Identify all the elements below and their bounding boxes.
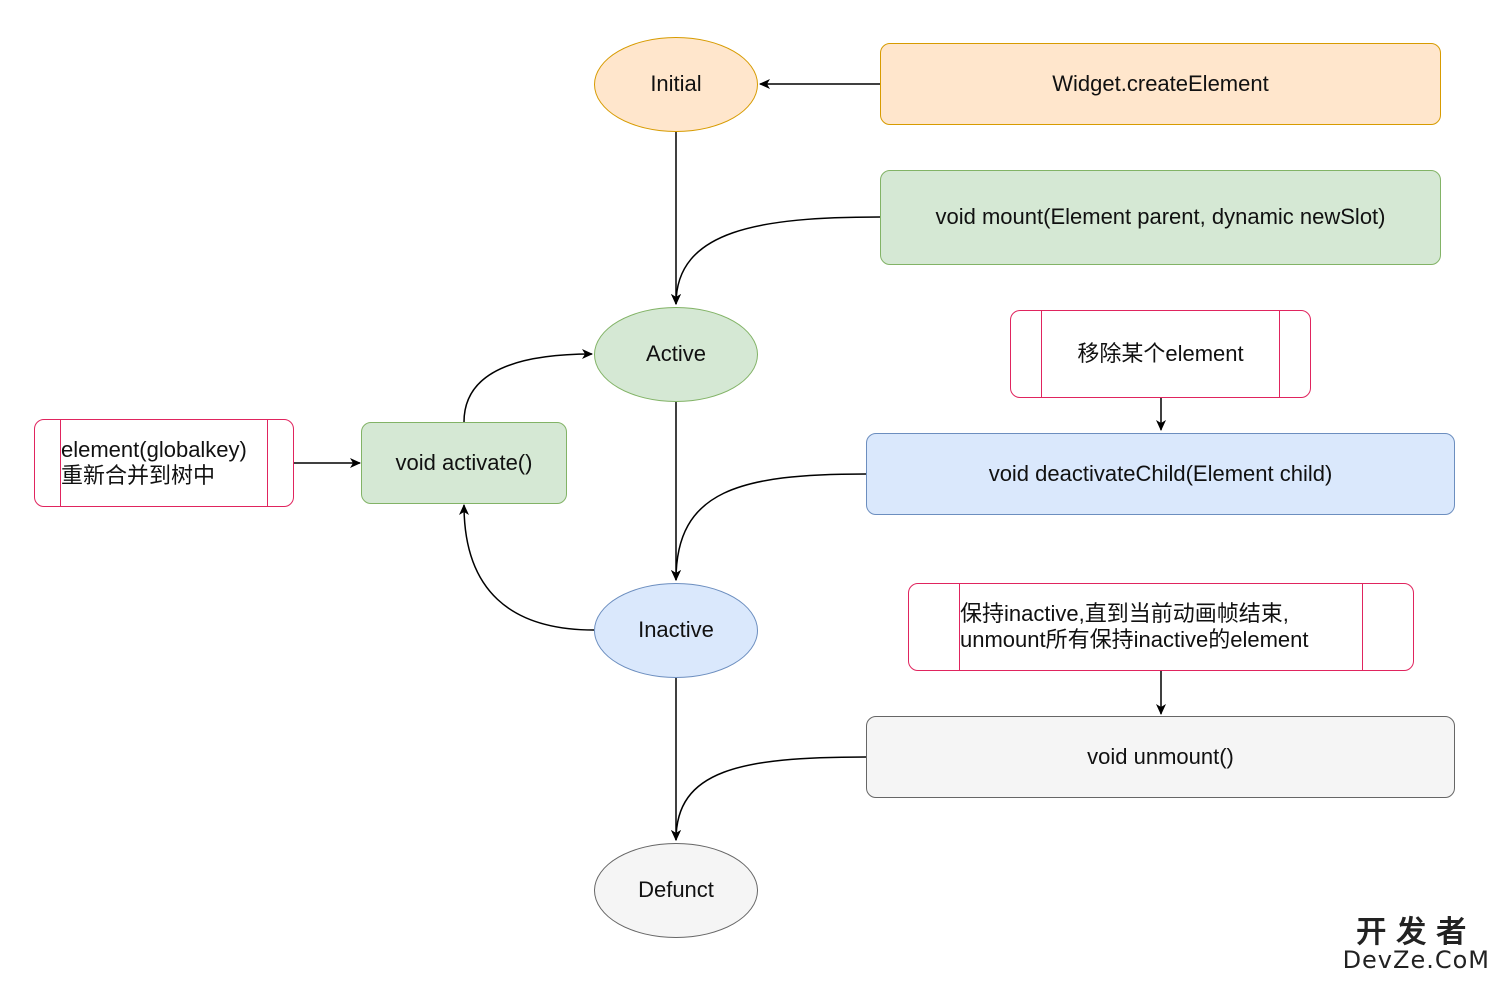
method-create-element-label: Widget.createElement — [1052, 70, 1269, 96]
method-mount-label: void mount(Element parent, dynamic newSl… — [935, 204, 1386, 230]
method-deactivate-child-label: void deactivateChild(Element child) — [988, 460, 1333, 486]
note-keep-inactive-line1: 保持inactive,直到当前动画帧结束, — [960, 600, 1289, 626]
note-remove-element-label: 移除某个element — [1077, 340, 1244, 366]
method-activate: void activate() — [361, 422, 567, 504]
state-inactive: Inactive — [594, 583, 758, 678]
state-active: Active — [594, 307, 758, 402]
note-remove-element-bar-right — [1279, 311, 1280, 397]
note-keep-inactive: 保持inactive,直到当前动画帧结束, unmount所有保持inactiv… — [908, 583, 1414, 671]
state-initial-label: Initial — [650, 71, 702, 97]
note-globalkey-line1: element(globalkey) — [61, 436, 247, 462]
edge-unmount-to-defunct — [671, 756, 867, 841]
method-unmount: void unmount() — [866, 716, 1455, 798]
method-deactivate-child: void deactivateChild(Element child) — [866, 433, 1455, 515]
note-keep-inactive-line2: unmount所有保持inactive的element — [960, 627, 1309, 652]
note-keep-inactive-bar-left — [959, 584, 960, 670]
note-globalkey-bar-right — [267, 420, 268, 506]
state-initial: Initial — [594, 37, 758, 132]
edge-mount-to-active — [671, 216, 881, 305]
method-mount: void mount(Element parent, dynamic newSl… — [880, 170, 1441, 265]
method-activate-label: void activate() — [395, 449, 533, 475]
note-keep-inactive-text: 保持inactive,直到当前动画帧结束, unmount所有保持inactiv… — [909, 601, 1308, 654]
watermark: 开发者 DevZe.CoM — [1342, 915, 1490, 974]
method-create-element: Widget.createElement — [880, 43, 1441, 125]
note-globalkey-line2: 重新合并到树中 — [61, 463, 216, 488]
state-defunct: Defunct — [594, 843, 758, 938]
watermark-cn: 开发者 — [1356, 915, 1477, 950]
note-keep-inactive-bar-right — [1362, 584, 1363, 670]
watermark-en: DevZe.CoM — [1342, 946, 1490, 974]
note-globalkey-text: element(globalkey) 重新合并到树中 — [35, 437, 247, 490]
note-remove-element: 移除某个element — [1010, 310, 1311, 398]
edge-deactivate-to-inactive — [671, 473, 867, 581]
state-defunct-label: Defunct — [638, 877, 714, 903]
edge-activate-to-active — [463, 349, 593, 423]
state-inactive-label: Inactive — [638, 617, 714, 643]
note-globalkey-bar-left — [60, 420, 61, 506]
note-globalkey: element(globalkey) 重新合并到树中 — [34, 419, 294, 507]
method-unmount-label: void unmount() — [1087, 743, 1234, 769]
state-active-label: Active — [646, 341, 706, 367]
edge-inactive-to-activate — [459, 504, 595, 631]
note-remove-element-bar-left — [1041, 311, 1042, 397]
